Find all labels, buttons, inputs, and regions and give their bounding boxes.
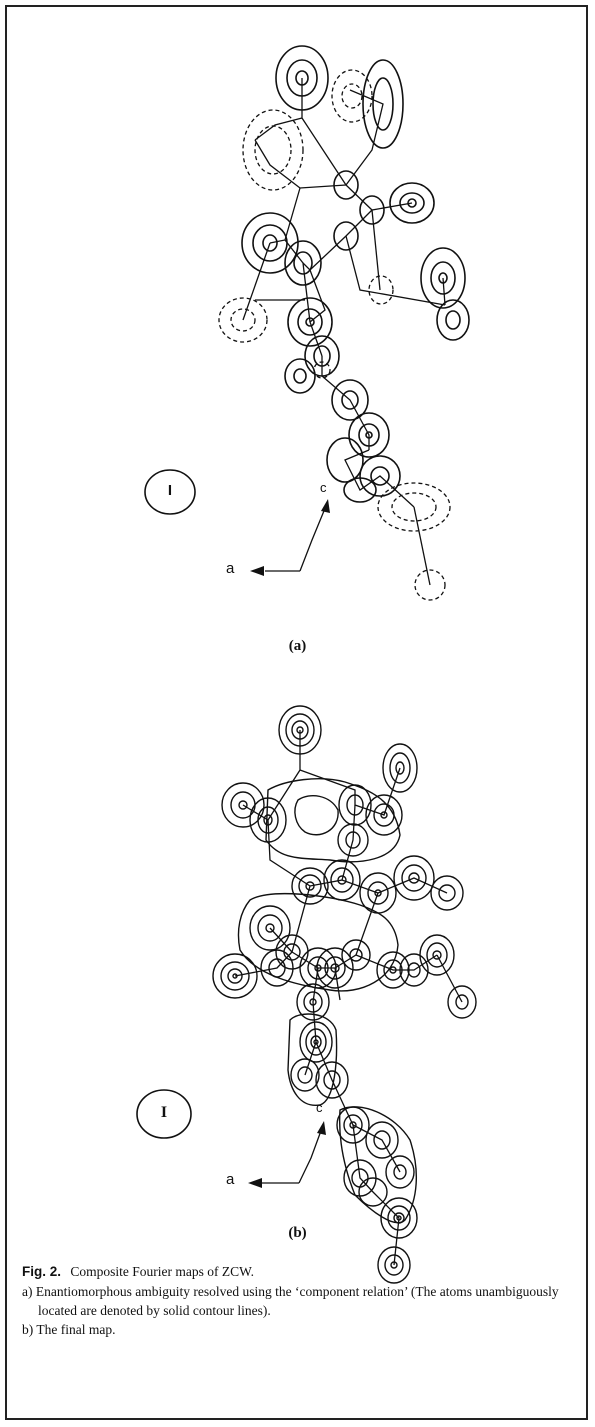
figure-caption: Fig. 2. Composite Fourier maps of ZCW. a… [22,1262,577,1339]
contour-atom-a17 [359,195,385,225]
axis-a-arrowhead-b [248,1178,262,1188]
fourier-map-a [218,45,470,601]
axis-c-label-a: c [320,480,327,495]
dashed-atom-a2 [331,69,373,123]
bonds-b-lines [234,730,463,1266]
contour-atom-b34 [377,1246,411,1284]
panel-a: I a c (a) [143,45,470,654]
bonds-a [242,78,446,586]
contour-atom-a5 [284,240,322,286]
panel-b-label: (b) [288,1225,307,1241]
dashed-atom-a6 [414,569,446,601]
contour-atom-b5 [365,794,403,836]
dashed-atom-a3 [218,297,268,343]
contour-atom-b12 [430,875,464,911]
figure-number: Fig. 2. [22,1264,62,1279]
contour-atom-a13 [326,437,364,483]
contour-atom-b31 [385,1155,415,1189]
axis-arrows-a [250,499,330,576]
symmetry-symbol-a: I [143,468,197,516]
contour-atom-b6 [382,743,418,793]
panel-a-label: (a) [288,638,307,654]
figure-frame [5,5,588,1420]
contour-atom-a18 [333,221,359,251]
contour-atom-a3 [389,182,435,224]
symmetry-circle-b [136,1089,192,1139]
axis-c-arrowhead [321,499,330,513]
contour-atom-a10 [284,358,316,394]
symmetry-circle-a [144,469,196,515]
contour-atom-a16 [333,170,359,200]
dashed-atom-a5 [377,482,451,532]
contour-atom-b8 [291,867,329,905]
contour-atom-b23 [447,985,477,1019]
envelope-contours-b [237,778,418,1224]
axis-a-arrowhead [250,566,264,576]
contour-atom-b19 [341,939,371,971]
caption-item-a: a) Enantiomorphous ambiguity resolved us… [22,1284,559,1318]
contour-atom-b11 [393,855,435,901]
contour-atom-b15 [212,953,258,999]
contour-atom-b13 [249,905,291,951]
contour-atom-a11 [331,379,369,421]
contour-atom-a14 [359,455,401,497]
symmetry-symbol-text-b: I [160,1104,168,1121]
contour-atom-b22 [419,934,455,976]
dashed-atom-a4 [368,275,394,305]
axis-c-arrow-line [299,505,327,572]
caption-title: Composite Fourier maps of ZCW. [70,1264,255,1279]
contour-atom-a7 [436,299,470,341]
axis-arrows-b [262,1127,323,1184]
contour-atom-b32 [358,1177,388,1207]
contour-atom-a15 [343,477,377,503]
contour-atom-b25 [299,1021,333,1063]
axis-a-label-a: a [226,560,235,577]
contour-atom-a2 [362,59,404,149]
caption-item-b: b) The final map. [22,1322,116,1337]
contour-atom-a6 [420,247,466,309]
contour-atom-b29 [365,1121,399,1159]
caption-title-line: Fig. 2. Composite Fourier maps of ZCW. [22,1262,577,1281]
axis-c-arrowhead-b [317,1121,326,1135]
axis-a-label-b: a [226,1171,235,1188]
axis-c-label-b: c [316,1100,323,1115]
contour-atom-b26 [290,1058,320,1092]
symmetry-symbol-text-a: I [167,482,173,499]
axis-c-arrow-line-b [298,1127,323,1184]
